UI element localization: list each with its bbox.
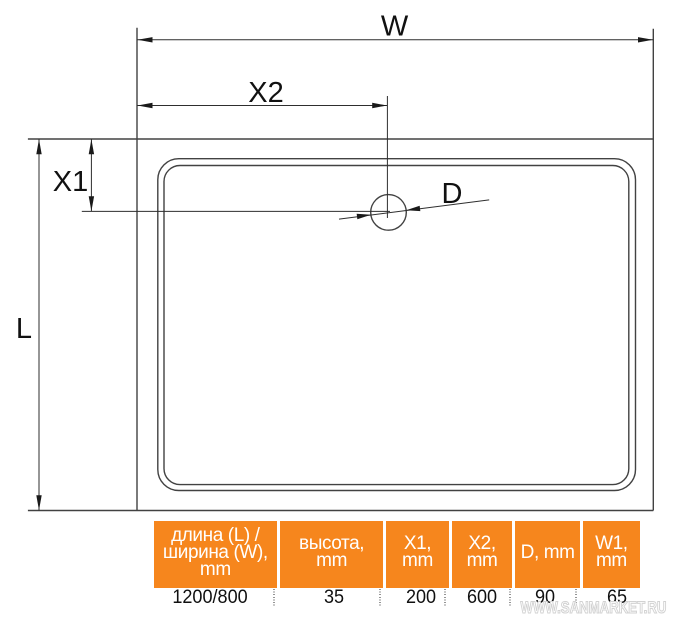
svg-text:X1: X1 <box>53 166 88 198</box>
svg-text:W: W <box>381 11 409 43</box>
svg-text:D: D <box>442 178 463 210</box>
svg-text:X2: X2 <box>248 77 283 109</box>
svg-text:L: L <box>16 313 32 345</box>
